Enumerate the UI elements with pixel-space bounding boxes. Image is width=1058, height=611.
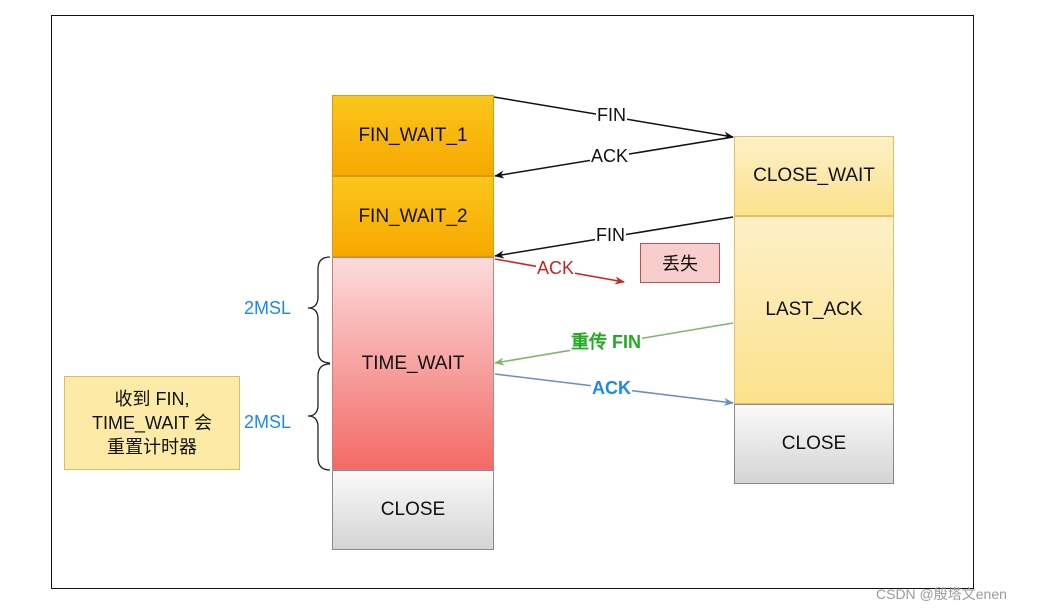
state-label: TIME_WAIT bbox=[361, 352, 465, 374]
state-client-close: CLOSE bbox=[332, 470, 494, 550]
watermark: CSDN @殷塔文enen bbox=[876, 586, 1007, 602]
lost-box: 丢失 bbox=[640, 243, 720, 283]
state-fin-wait-2: FIN_WAIT_2 bbox=[332, 176, 494, 257]
state-label: FIN_WAIT_2 bbox=[358, 205, 468, 227]
state-close-wait: CLOSE_WAIT bbox=[734, 136, 894, 216]
state-label: LAST_ACK bbox=[765, 299, 863, 320]
label-fin-1: FIN bbox=[596, 105, 627, 125]
label-ack-1: ACK bbox=[590, 146, 630, 166]
brace-2msl-first bbox=[307, 256, 331, 364]
label-fin-2: FIN bbox=[595, 225, 626, 245]
timer-label-second: 2MSL bbox=[244, 412, 292, 432]
timer-reset-note: 收到 FIN, TIME_WAIT 会 重置计时器 bbox=[64, 376, 240, 470]
state-time-wait: TIME_WAIT bbox=[332, 257, 494, 470]
state-label: CLOSE bbox=[781, 433, 847, 454]
timer-label-first: 2MSL bbox=[244, 298, 292, 318]
state-fin-wait-1: FIN_WAIT_1 bbox=[332, 95, 494, 176]
lost-label: 丢失 bbox=[662, 254, 698, 274]
label-ack-final: ACK bbox=[591, 378, 632, 398]
label-ack-lost: ACK bbox=[536, 258, 576, 278]
state-last-ack: LAST_ACK bbox=[734, 216, 894, 404]
state-label: CLOSE_WAIT bbox=[753, 165, 875, 186]
state-label: FIN_WAIT_1 bbox=[358, 124, 468, 146]
brace-2msl-second bbox=[307, 363, 331, 471]
note-line-1: 收到 FIN, bbox=[114, 389, 190, 409]
state-server-close: CLOSE bbox=[734, 404, 894, 484]
label-retransmit-fin: 重传 FIN bbox=[570, 332, 642, 352]
note-line-3: 重置计时器 bbox=[107, 437, 197, 457]
state-label: CLOSE bbox=[380, 499, 446, 520]
note-line-2: TIME_WAIT 会 bbox=[91, 413, 212, 433]
